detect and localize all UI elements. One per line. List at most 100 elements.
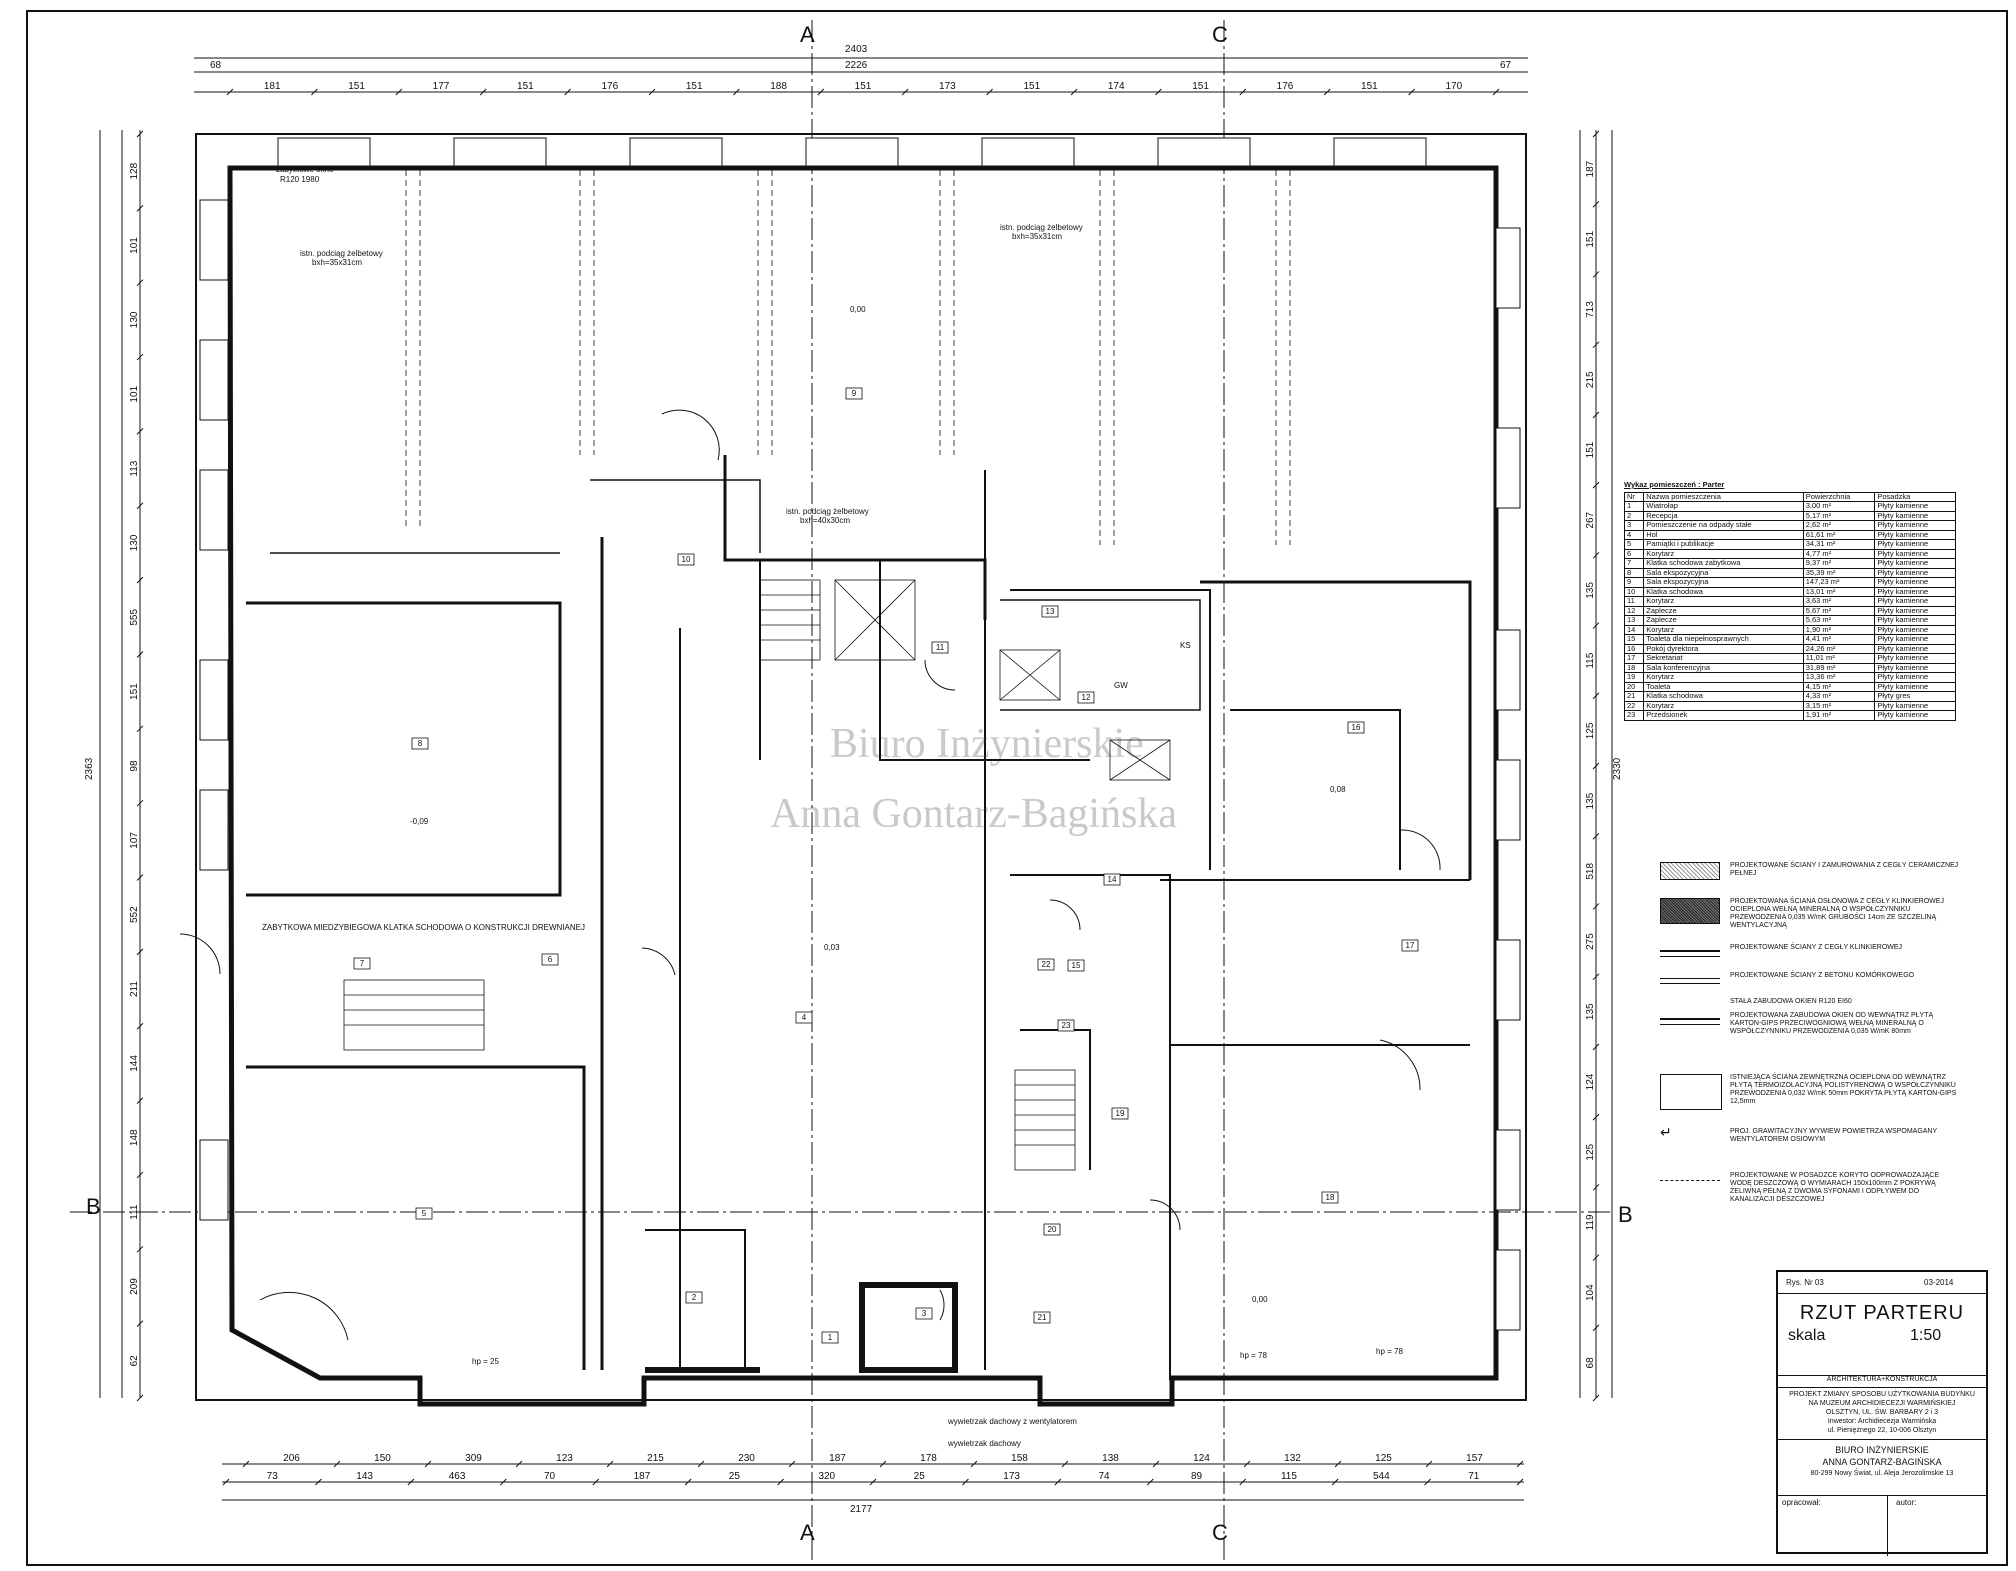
dimension-value: 157 <box>1466 1453 1483 1464</box>
dimension-tick <box>1592 271 1600 278</box>
table-cell: 7 <box>1623 558 1645 569</box>
table-cell: Korytarz <box>1643 596 1804 607</box>
dimension-tick <box>395 88 403 96</box>
dimension-value: 211 <box>129 981 140 997</box>
dimension-value: 151 <box>517 81 534 92</box>
table-cell: Pokój dyrektora <box>1643 643 1804 654</box>
room-number: 13 <box>1046 607 1055 616</box>
table-cell: 5,67 m² <box>1802 605 1876 616</box>
dimension-tick <box>1070 88 1078 96</box>
table-cell: 15 <box>1623 634 1645 645</box>
beam-label-2: istn. podciąg żelbetowy <box>1000 223 1083 232</box>
dimension-value: 101 <box>129 237 140 254</box>
dimension-value: 150 <box>374 1453 391 1464</box>
legend-text: PROJEKTOWANE W POSADZCE KORYTO ODPROWADZ… <box>1730 1172 1940 1203</box>
table-cell: 3,00 m² <box>1802 501 1876 512</box>
table-cell: 4,33 m² <box>1802 691 1876 702</box>
table-cell: Płyty kamienne <box>1874 653 1956 664</box>
legend-symbol <box>1660 1018 1720 1025</box>
table-cell: 11,01 m² <box>1802 653 1876 664</box>
room-number-box <box>1033 1311 1051 1324</box>
dim-top-right-margin: 67 <box>1500 60 1512 71</box>
table-cell: 1 <box>1623 501 1645 512</box>
table-cell: Płyty kamienne <box>1874 577 1956 588</box>
dimension-tick <box>226 88 234 96</box>
room-number: 11 <box>936 643 945 652</box>
room-number-box <box>845 387 863 400</box>
table-cell: 13,36 m² <box>1802 672 1876 683</box>
window-left <box>199 1139 229 1221</box>
dim-top-left-margin: 68 <box>210 60 222 71</box>
project-line-2: NA MUZEUM ARCHIDIECEZJI WARMIŃSKIEJ <box>1808 1400 1956 1407</box>
table-cell: Płyty kamienne <box>1874 634 1956 645</box>
table-cell: 24,26 m² <box>1802 643 1876 654</box>
dimension-value: 178 <box>920 1453 937 1464</box>
table-cell: 5,17 m² <box>1802 510 1876 521</box>
dim-bottom-total: 2177 <box>850 1504 873 1515</box>
window-right <box>1495 629 1521 711</box>
beam-size-2: bxh=35x31cm <box>1012 232 1062 241</box>
dimension-value: 188 <box>770 81 787 92</box>
vent-note-2: wywietrzak dachowy <box>947 1439 1021 1448</box>
scale-value: 1:50 <box>1910 1327 1942 1344</box>
window-left <box>199 199 229 281</box>
dimension-tick <box>1592 130 1600 138</box>
table-cell: Wiatrołap <box>1643 501 1804 512</box>
room-number-box <box>1057 1019 1075 1032</box>
dimension-tick <box>1592 481 1600 489</box>
room-number-box <box>411 737 429 750</box>
dimension-tick <box>1323 88 1331 96</box>
table-cell: 3,15 m² <box>1802 700 1876 711</box>
dimension-tick <box>1492 88 1500 96</box>
dimension-tick <box>136 799 144 807</box>
dimension-value: 115 <box>1585 652 1596 668</box>
dimension-value: 173 <box>1003 1471 1020 1482</box>
room-number: 16 <box>1352 723 1361 732</box>
window-right <box>1495 939 1521 1021</box>
table-cell: 5,63 m² <box>1802 615 1876 626</box>
room-number-box <box>677 553 695 566</box>
dimension-tick <box>136 874 144 881</box>
table-cell: Płyty kamienne <box>1874 520 1956 531</box>
level-5: 0,08 <box>1330 785 1346 794</box>
axis-label-b-right: B <box>1618 1202 1633 1227</box>
table-cell: 5 <box>1623 539 1645 550</box>
table-cell: Płyty kamienne <box>1874 605 1956 616</box>
dimension-texts: 2403 2226 68 67 2177 2363 2330 <box>84 44 1623 1515</box>
window-left <box>199 339 229 421</box>
dimension-tick <box>1054 1478 1062 1486</box>
table-cell: 22 <box>1623 700 1645 711</box>
dimension-tick <box>1408 88 1415 96</box>
dimension-lines <box>99 57 1613 1501</box>
table-cell: 14 <box>1623 624 1645 635</box>
dimension-tick <box>606 1460 614 1468</box>
dimension-tick <box>1592 1183 1600 1191</box>
dimension-value: 143 <box>356 1471 373 1482</box>
dimension-value: 132 <box>1284 1453 1301 1464</box>
room-number: 21 <box>1038 1313 1047 1322</box>
dimension-value: 101 <box>129 385 140 402</box>
dimension-value: 124 <box>1585 1073 1596 1090</box>
dimension-tick <box>1592 341 1600 349</box>
dimension-value: 176 <box>601 81 618 92</box>
room-number: 1 <box>828 1333 833 1342</box>
dimension-tick <box>1331 1478 1339 1486</box>
dimension-value: 135 <box>1585 582 1596 599</box>
table-cell: 31,89 m² <box>1802 662 1876 673</box>
dimension-tick <box>879 1460 887 1468</box>
dimension-tick <box>315 1478 322 1486</box>
hp-2: hp = 78 <box>1240 1351 1267 1360</box>
dimension-value: 173 <box>939 81 956 92</box>
dimension-tick <box>1592 1043 1600 1051</box>
dimension-tick <box>901 88 909 96</box>
window-size: R120 1980 <box>280 175 320 184</box>
dimension-tick <box>1146 1478 1154 1486</box>
table-cell: Płyty kamienne <box>1874 510 1956 521</box>
